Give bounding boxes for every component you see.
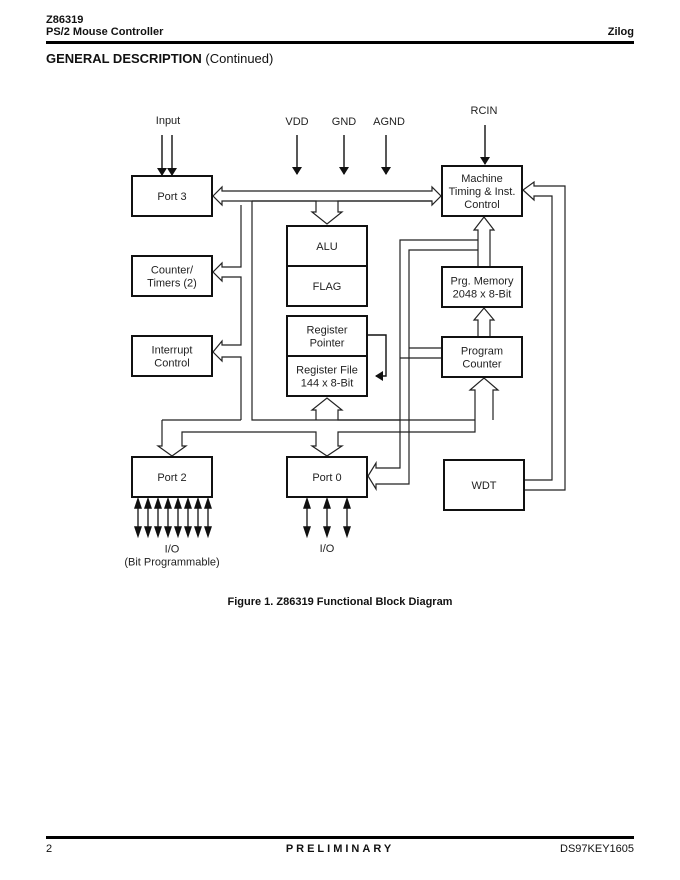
port0-io-pin-1-down-head — [303, 526, 311, 539]
port0-io-pin-2-down-head — [323, 526, 331, 539]
flag-block — [286, 265, 368, 307]
alu-bus-drop — [252, 200, 432, 225]
program-counter-block — [441, 336, 523, 378]
header-left: Z86319 PS/2 Mouse Controller — [46, 14, 163, 38]
port2-io-pin-4-up-head — [164, 496, 172, 509]
port2-io-pin-1-up-head — [134, 496, 142, 509]
port0-io-pin-1-up-head — [303, 496, 311, 509]
wdt-block — [443, 459, 525, 511]
header-rule — [46, 41, 634, 44]
port2-io-pin-7-up-head — [194, 496, 202, 509]
vdd-label: VDD — [285, 116, 308, 128]
section-title-main: GENERAL DESCRIPTION — [46, 51, 202, 66]
rcin-label: RCIN — [471, 105, 498, 117]
gnd-label: GND — [332, 116, 357, 128]
alu-block — [286, 225, 368, 267]
prgmem-to-timing-bus — [472, 216, 496, 266]
flag-block-label: FLAG — [313, 281, 342, 293]
port3-block-label: Port 3 — [157, 191, 186, 203]
port2-io-pin-1-down-head — [134, 526, 142, 539]
figure-caption: Figure 1. Z86319 Functional Block Diagra… — [227, 596, 453, 608]
port0-block — [286, 456, 368, 498]
counter-timers-block-label: Counter/Timers (2) — [147, 265, 197, 290]
port0-block-label: Port 0 — [312, 472, 341, 484]
port2-block — [131, 456, 213, 498]
port2-io-pin-3-down-head — [154, 526, 162, 539]
port2-io-pin-6-up-head — [184, 496, 192, 509]
port2-io-pin-6-down-head — [184, 526, 192, 539]
port0-io-pin-3-down-head — [343, 526, 351, 539]
left-riser-bus — [212, 205, 242, 420]
port2-io-pin-4-down-head — [164, 526, 172, 539]
port2-io-pin-8-up-head — [204, 496, 212, 509]
document-id: DS97KEY1605 — [560, 843, 634, 855]
port2-io-pin-3-up-head — [154, 496, 162, 509]
interrupt-control-block — [131, 335, 213, 377]
wdt-timing-bus — [522, 180, 566, 491]
section-title-suffix: (Continued) — [205, 51, 274, 66]
regfile-bus — [310, 397, 475, 421]
port0-io-label: I/O — [320, 543, 335, 555]
port2-io-pin-2-up-head — [144, 496, 152, 509]
counter-timers-block — [131, 255, 213, 297]
port2-io-pin-2-down-head — [144, 526, 152, 539]
register-file-block — [286, 355, 368, 397]
register-pointer-feedback — [368, 334, 387, 381]
pc-to-prgmem-bus — [472, 307, 496, 336]
port3-timing-bus — [212, 185, 442, 207]
port0-io-pin-2-up-head — [323, 496, 331, 509]
agnd-label: AGND — [373, 116, 405, 128]
port2-io-pin-8-down-head — [204, 526, 212, 539]
port0-io-pin-3-up-head — [343, 496, 351, 509]
program-memory-block — [441, 266, 523, 308]
port2-block-label: Port 2 — [157, 472, 186, 484]
preliminary-label: PRELIMINARY — [285, 843, 395, 855]
port3-block — [131, 175, 213, 217]
port2-io-pin-5-down-head — [174, 526, 182, 539]
alu-block-label: ALU — [316, 241, 337, 253]
page-number: 2 — [46, 843, 53, 855]
input-label: Input — [156, 115, 180, 127]
wdt-block-label: WDT — [471, 480, 496, 492]
product-name: PS/2 Mouse Controller — [46, 26, 164, 38]
footer-rule — [46, 836, 634, 839]
port2-io-pin-5-up-head — [174, 496, 182, 509]
company-name: Zilog — [607, 26, 634, 38]
section-title: GENERAL DESCRIPTION (Continued) — [46, 51, 273, 66]
port2-io-label: I/O(Bit Programmable) — [124, 544, 219, 569]
port2-io-pin-7-down-head — [194, 526, 202, 539]
machine-timing-block — [441, 165, 523, 217]
part-number: Z86319 — [46, 14, 84, 26]
